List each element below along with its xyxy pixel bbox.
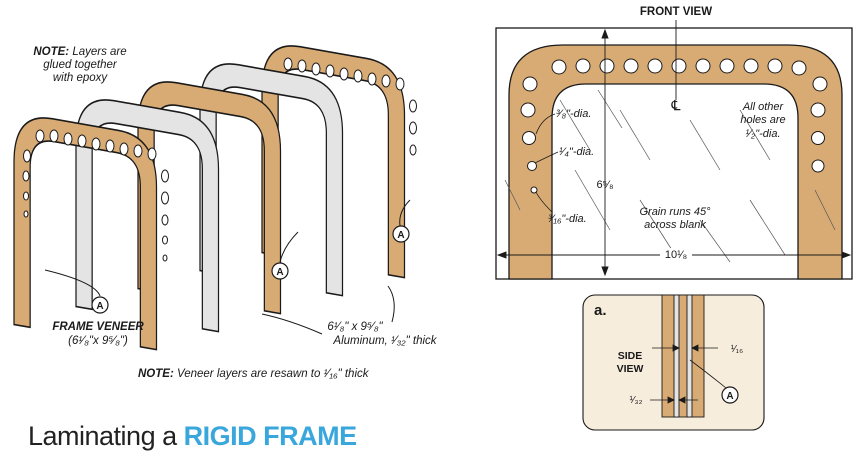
aluminum-desc: Aluminum, ¹⁄₃₂" thick — [332, 335, 437, 347]
side-dim-116: ¹⁄₁₆ — [731, 344, 743, 355]
width-dim-text: 10¹⁄₈ — [665, 249, 687, 261]
callout-a-back: A — [392, 225, 410, 243]
svg-text:A: A — [276, 267, 283, 278]
svg-text:A: A — [397, 230, 404, 241]
callout-a-frame: A — [91, 296, 109, 314]
callout-a-middle: A — [271, 262, 289, 280]
other-holes-line2: holes are — [740, 114, 785, 126]
frame-veneer-dims: (6¹⁄₈"x 9⁵⁄₈") — [68, 335, 128, 347]
exploded-layers — [13, 39, 406, 351]
other-holes-line1: All other — [742, 101, 785, 113]
front-veneer-holes — [22, 129, 169, 262]
side-dim-132: ¹⁄₃₂ — [630, 395, 643, 406]
grain-note-line1: Grain runs 45° — [639, 206, 711, 218]
side-view-label2: VIEW — [617, 363, 644, 375]
grain-note-line2: across blank — [644, 219, 706, 231]
top-note-line2: glued together — [43, 59, 118, 71]
side-view-label1: SIDE — [618, 350, 643, 362]
top-note-line3: with epoxy — [53, 72, 109, 84]
hole-leader-lines — [534, 113, 559, 213]
side-view-dims — [650, 344, 727, 404]
page-title: Laminating a RIGID FRAME — [28, 421, 357, 451]
other-holes-line3: ¹⁄₂"-dia. — [746, 128, 781, 140]
back-veneer-holes — [283, 57, 417, 156]
svg-text:A: A — [726, 391, 733, 402]
svg-text:A: A — [96, 301, 103, 312]
hole-316-label: ³⁄₁₆"-dia. — [548, 213, 587, 225]
height-dim: 6⁵⁄₈ — [596, 179, 613, 191]
side-callout-a: A — [721, 386, 739, 404]
aluminum-dims: 6¹⁄₈" x 9⁵⁄₈" — [327, 321, 383, 333]
centerline-symbol: ℄ — [671, 97, 681, 113]
width-dim-bg — [660, 248, 692, 260]
side-view-layers — [661, 294, 705, 418]
front-view-title: FRONT VIEW — [640, 6, 712, 18]
hole-38-label: ³⁄₈"-dia. — [556, 108, 591, 120]
bottom-note: NOTE: Veneer layers are resawn to ¹⁄₁₆" … — [138, 368, 370, 380]
side-view-badge: a. — [594, 302, 607, 319]
front-view-frame — [508, 44, 843, 280]
hole-14-label: ¹⁄₄"-dia. — [559, 146, 594, 158]
grain-lines — [504, 89, 836, 263]
front-view-holes — [520, 58, 828, 194]
callout-lines-left — [44, 199, 411, 335]
frame-veneer-label: FRAME VENEER — [52, 321, 144, 333]
top-note-line1: NOTE: Layers are — [33, 46, 126, 58]
